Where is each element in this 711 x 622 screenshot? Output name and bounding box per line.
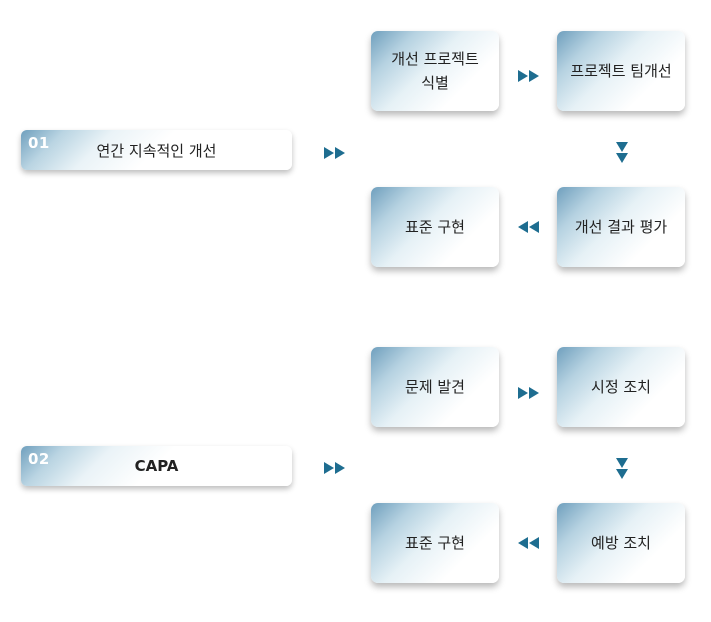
group-02-label-box: 02 CAPA — [21, 446, 292, 486]
group-02-step-standardize: 표준 구현 — [371, 503, 499, 583]
group-02-step-preventive: 예방 조치 — [557, 503, 685, 583]
group-01-double-arrow-right-icon — [324, 147, 345, 159]
group-01-step-identify-line-2: 식별 — [421, 74, 449, 92]
group-02-arrow-down-icon — [616, 458, 628, 479]
group-02-step-discover-label: 문제 발견 — [405, 378, 465, 396]
group-02-step-discover: 문제 발견 — [371, 347, 499, 427]
group-02-step-preventive-label: 예방 조치 — [591, 534, 651, 552]
group-02-double-arrow-right-icon — [324, 462, 345, 474]
group-01-arrow-down-icon — [616, 142, 628, 163]
group-02-step-corrective: 시정 조치 — [557, 347, 685, 427]
group-01-step-team: 프로젝트 팀개선 — [557, 31, 685, 111]
group-01-step-standardize: 표준 구현 — [371, 187, 499, 267]
group-01-label: 연간 지속적인 개선 — [96, 141, 217, 160]
group-01-step-evaluate: 개선 결과 평가 — [557, 187, 685, 267]
group-01-arrow-right-icon — [518, 70, 539, 82]
group-01-step-identify: 개선 프로젝트 식별 — [371, 31, 499, 111]
group-02-label: CAPA — [134, 457, 179, 475]
group-01-step-evaluate-label: 개선 결과 평가 — [574, 218, 668, 236]
group-01-step-identify-line-1: 개선 프로젝트 — [391, 50, 479, 68]
group-01-arrow-left-icon — [518, 221, 539, 233]
group-02-arrow-left-icon — [518, 537, 539, 549]
group-02-number: 02 — [28, 450, 50, 468]
group-01-label-box: 01 연간 지속적인 개선 — [21, 130, 292, 170]
group-01-step-team-label: 프로젝트 팀개선 — [570, 62, 672, 80]
group-02-step-standardize-label: 표준 구현 — [405, 534, 465, 552]
group-02-step-corrective-label: 시정 조치 — [591, 378, 651, 396]
group-01-number: 01 — [28, 134, 50, 152]
group-01-step-standardize-label: 표준 구현 — [405, 218, 465, 236]
group-02-arrow-right-icon — [518, 387, 539, 399]
